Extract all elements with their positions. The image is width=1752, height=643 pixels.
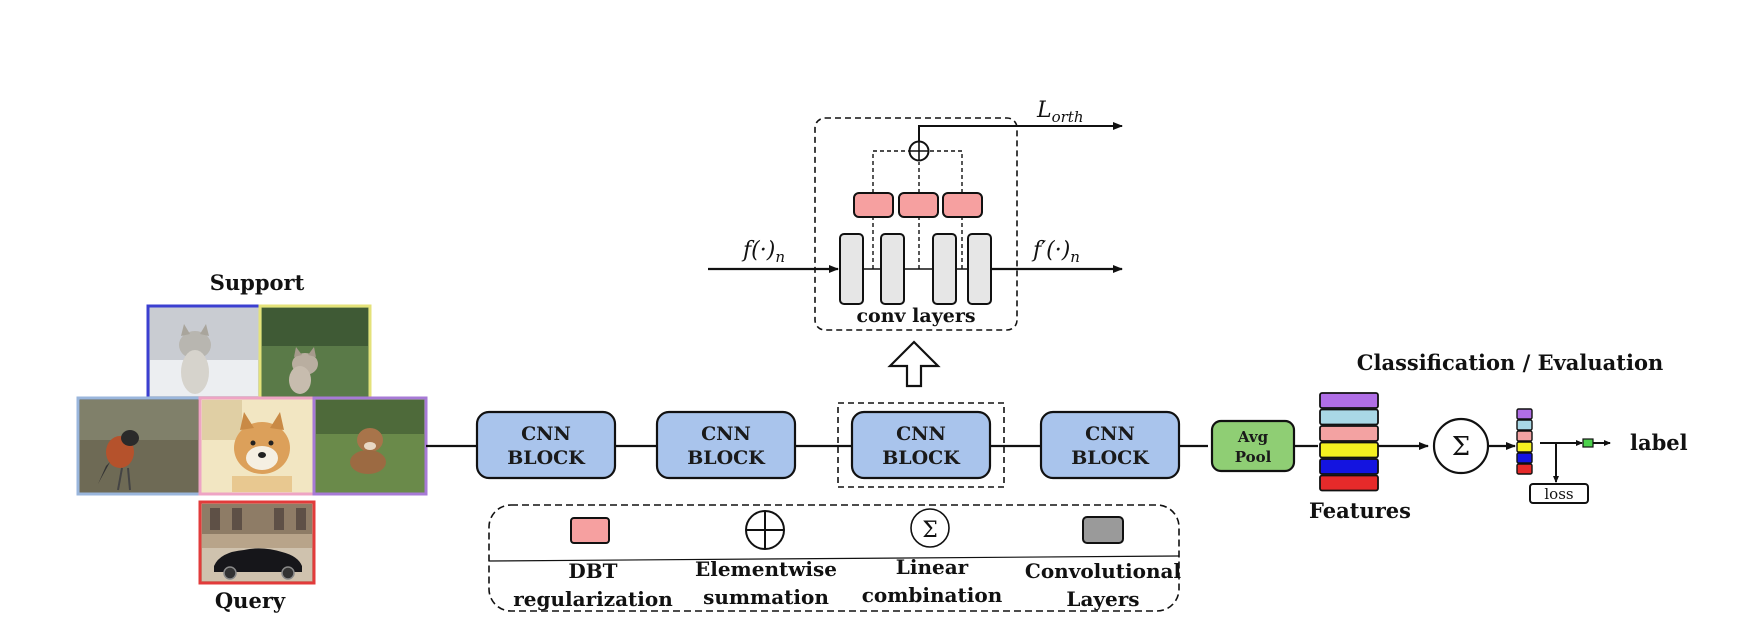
legend-dbt-line1: DBT <box>568 559 617 583</box>
l-orth-label: Lorth <box>1036 98 1084 126</box>
conv-layer-1 <box>839 233 864 305</box>
feature-bar-6 <box>1319 474 1379 492</box>
cat-photo-1 <box>146 304 262 400</box>
avg-pool-line1: Avg <box>1237 428 1269 446</box>
conv-layers-frame <box>814 117 1018 331</box>
zoom-up-arrow <box>887 340 941 388</box>
logit-stack <box>1516 408 1533 475</box>
linear-combination-node: Σ <box>1432 417 1490 475</box>
legend-sum-line1: Elementwise <box>695 557 837 581</box>
legend-item-dbt: DBT regularization <box>513 517 673 611</box>
avg-pool-block: Avg Pool <box>1210 419 1296 473</box>
logit-bar-1 <box>1516 408 1533 420</box>
cnn-block-4: CNN BLOCK <box>1039 410 1181 480</box>
gray-box-icon <box>1082 516 1124 544</box>
cnn-block-2: CNN BLOCK <box>655 410 797 480</box>
pink-box-icon <box>570 517 610 544</box>
legend-linear-line1: Linear <box>896 555 969 579</box>
features-label: Features <box>1309 498 1411 523</box>
legend-conv-line1: Convolutional <box>1025 559 1182 583</box>
svg-text:Σ: Σ <box>922 518 938 543</box>
orth-loss-arrow <box>918 122 1123 141</box>
elementwise-sum-node <box>908 140 930 162</box>
cnn-block-3-line1: CNN <box>896 423 946 445</box>
car-photo <box>198 500 316 585</box>
cnn-block-1: CNN BLOCK <box>475 410 617 480</box>
cnn-block-4-line1: CNN <box>1085 423 1135 445</box>
bird-photo <box>76 396 202 496</box>
cnn-block-3: CNN BLOCK <box>850 410 992 480</box>
support-label: Support <box>210 270 305 295</box>
f-in-label: f(·)n <box>741 238 785 266</box>
feature-bar-3 <box>1319 425 1379 442</box>
circle-plus-icon <box>745 510 785 550</box>
legend-item-sum: Elementwise summation <box>695 510 837 609</box>
avg-pool-line2: Pool <box>1235 448 1272 466</box>
logit-bar-3 <box>1516 430 1533 442</box>
logit-bar-2 <box>1516 419 1533 431</box>
logit-bar-4 <box>1516 441 1533 453</box>
logit-bar-5 <box>1516 452 1533 464</box>
classification-title: Classification / Evaluation <box>1357 350 1663 375</box>
cnn-block-4-line2: BLOCK <box>1071 447 1150 469</box>
cnn-block-1-line1: CNN <box>521 423 571 445</box>
dog-photo-2 <box>312 396 428 496</box>
cnn-block-2-line1: CNN <box>701 423 751 445</box>
dbt-box-3 <box>942 192 983 218</box>
sigma-circle-icon: Σ <box>910 508 950 548</box>
conv-layer-4 <box>967 233 992 305</box>
feature-bar-2 <box>1319 408 1379 426</box>
f-out-label: f′(·)n <box>1031 238 1080 266</box>
dbt-box-1 <box>853 192 894 218</box>
legend-linear-line2: combination <box>862 583 1003 607</box>
prediction-marker <box>1582 438 1594 448</box>
legend-item-linear: Σ Linear combination <box>862 508 1003 607</box>
conv-layers-label: conv layers <box>856 305 975 327</box>
cnn-block-2-line2: BLOCK <box>687 447 766 469</box>
feature-bar-5 <box>1319 458 1379 475</box>
loss-box: loss <box>1529 483 1589 504</box>
query-label: Query <box>215 588 286 613</box>
cnn-block-1-line2: BLOCK <box>507 447 586 469</box>
loss-label: loss <box>1544 485 1573 503</box>
dog-photo-1 <box>198 396 316 496</box>
legend-item-conv: Convolutional Layers <box>1025 516 1182 611</box>
conv-layer-3 <box>932 233 957 305</box>
legend-frame <box>488 504 1180 612</box>
conv-layer-2 <box>880 233 905 305</box>
feature-bar-1 <box>1319 392 1379 409</box>
legend-conv-line2: Layers <box>1066 587 1139 611</box>
logit-bar-6 <box>1516 463 1533 475</box>
legend-dbt-line2: regularization <box>513 587 673 611</box>
output-label: label <box>1630 430 1688 455</box>
feature-bar-4 <box>1319 441 1379 459</box>
legend-divider <box>488 555 1180 562</box>
dbt-box-2 <box>898 192 939 218</box>
legend-sum-line2: summation <box>703 585 829 609</box>
feature-stack <box>1319 392 1379 492</box>
sigma-symbol: Σ <box>1452 432 1470 462</box>
cat-photo-2 <box>258 304 372 400</box>
highlighted-block-frame <box>837 402 1005 488</box>
cnn-block-3-line2: BLOCK <box>882 447 961 469</box>
